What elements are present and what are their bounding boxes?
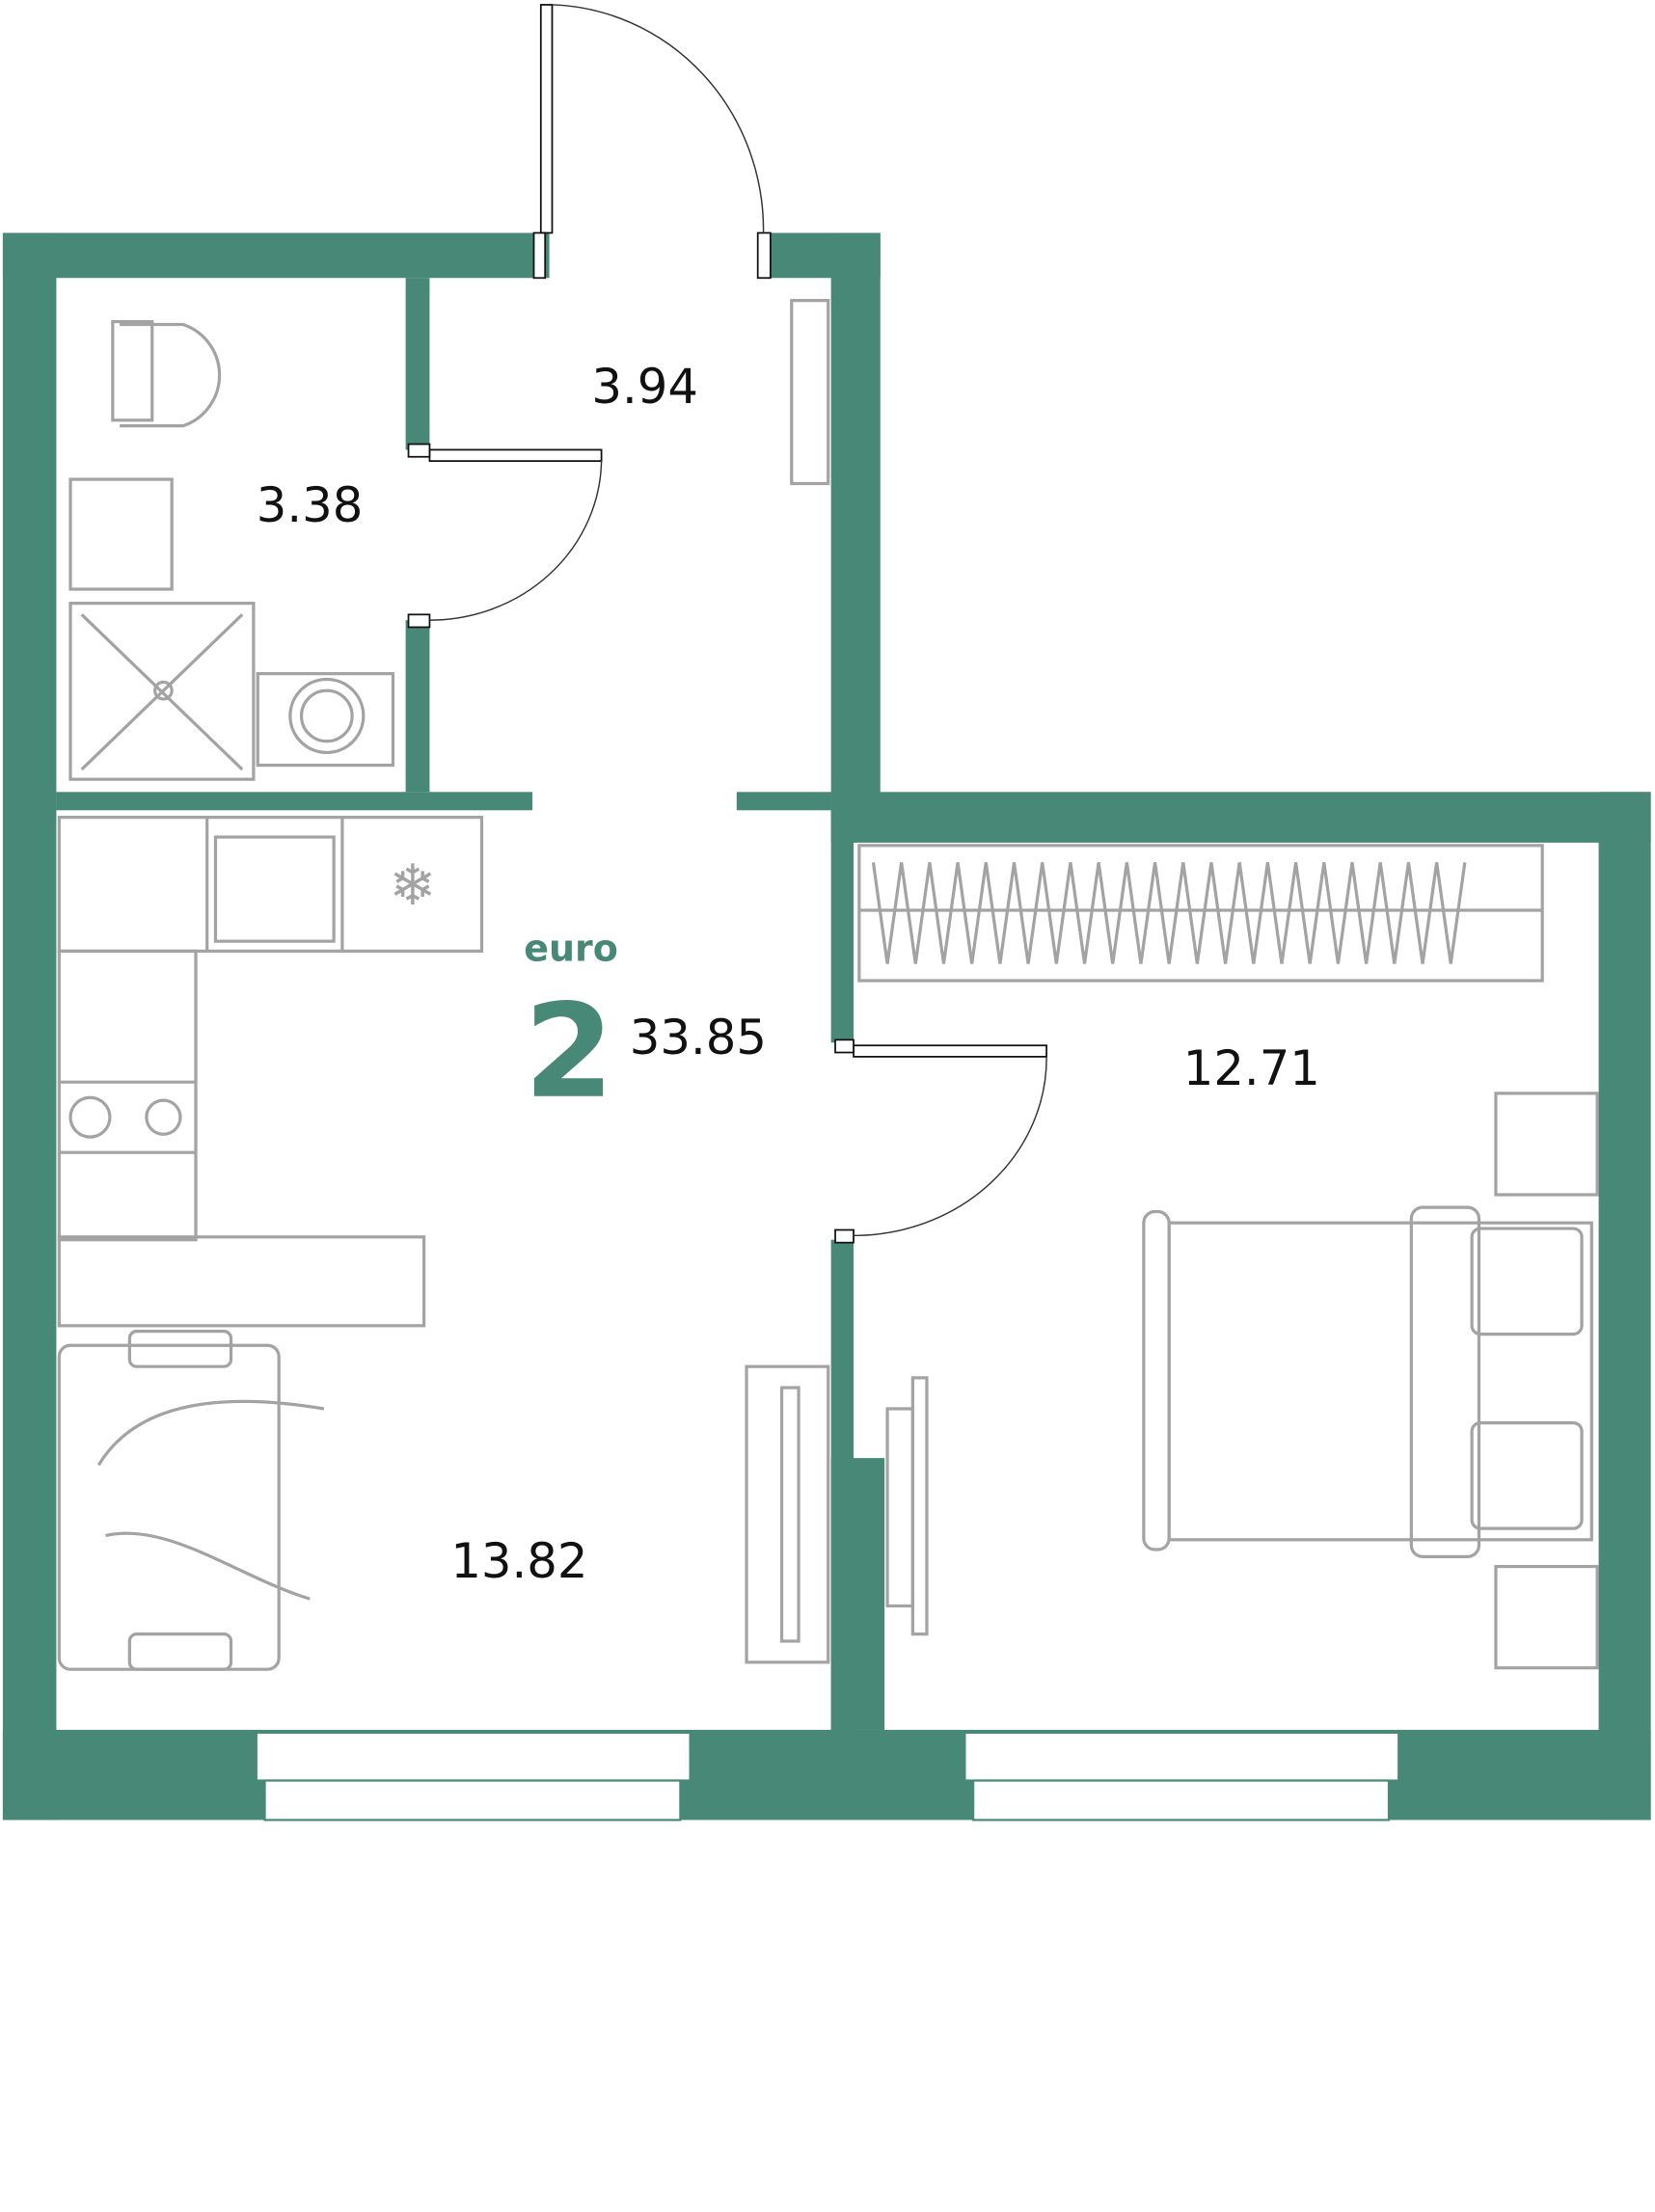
- tv-stand: [745, 1364, 830, 1664]
- class-label: euro: [524, 928, 618, 970]
- shoe-rack: [790, 299, 830, 486]
- rooms-count: 2: [524, 976, 613, 1127]
- wardrobe: [857, 844, 1544, 983]
- shower: [68, 602, 256, 781]
- kitchen-upper: [57, 816, 484, 953]
- living-kitchen-area: 13.82: [450, 1533, 587, 1589]
- nightstand: [1494, 1564, 1599, 1670]
- labels: 3.38 3.94 13.82 12.71 euro 2 33.85: [257, 359, 1320, 1589]
- toilet: [120, 322, 222, 428]
- stove-burner: [145, 1098, 182, 1136]
- sofa: [57, 1343, 281, 1671]
- washing-machine: [256, 672, 395, 768]
- bedroom-area: 12.71: [1183, 1040, 1320, 1096]
- freezer-icon: ❄: [389, 854, 436, 917]
- doors: [407, 4, 1047, 1244]
- bathroom-area: 3.38: [257, 477, 364, 533]
- furniture: ❄: [57, 299, 1599, 1671]
- stove-burner: [68, 1095, 112, 1139]
- total-area: 33.85: [630, 1010, 767, 1066]
- dining-table: [57, 1235, 426, 1328]
- tv: [885, 1407, 914, 1608]
- kitchen-sink: [213, 835, 336, 943]
- windows: [255, 1731, 1400, 1821]
- nightstand: [1494, 1092, 1599, 1197]
- sink: [68, 477, 174, 591]
- pillow: [1470, 1420, 1584, 1530]
- hallway-area: 3.94: [591, 359, 698, 415]
- bed: [1167, 1221, 1593, 1542]
- pillow: [1470, 1227, 1584, 1336]
- toilet-tank: [111, 319, 154, 422]
- bed-foot: [1142, 1209, 1171, 1551]
- kitchen-counter: [57, 949, 198, 1242]
